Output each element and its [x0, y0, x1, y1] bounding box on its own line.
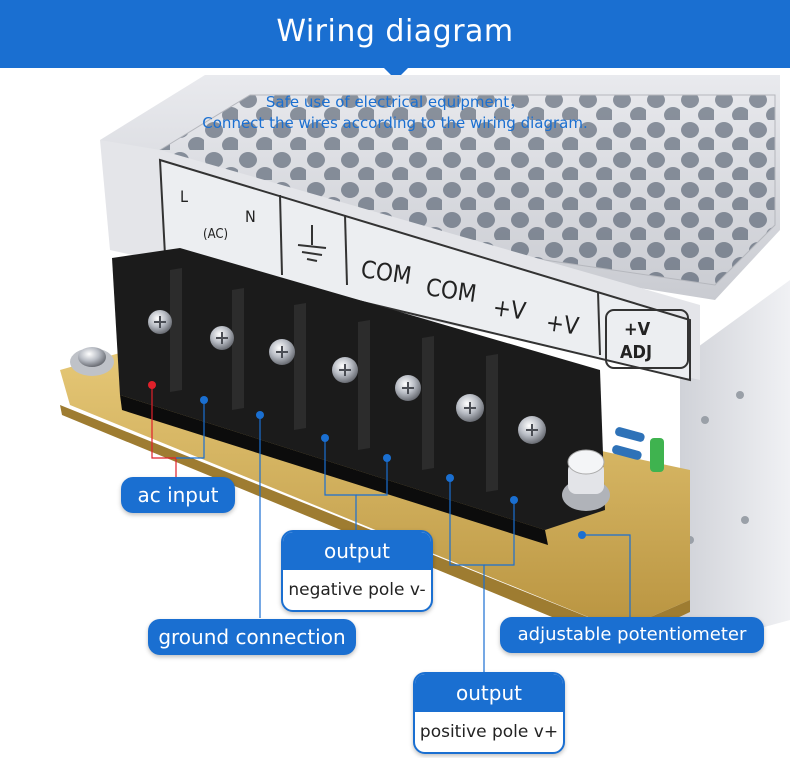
header-banner: Wiring diagram — [0, 0, 790, 68]
ground-symbol-icon — [297, 225, 327, 262]
callout-markers — [148, 381, 586, 539]
terminal-markings: L N (AC) COM COM +V +V +V ADJ — [180, 187, 689, 369]
subtitle-line-1: Safe use of electrical equipment， — [265, 93, 525, 111]
terminal-label-v2: +V — [544, 308, 581, 340]
ground-connection-label: ground connection — [148, 619, 356, 655]
output-negative-callout: output negative pole v- — [281, 530, 433, 612]
circuit-components — [612, 427, 664, 472]
terminal-label-l: L — [180, 187, 188, 206]
terminal-label-n: N — [245, 207, 256, 226]
mounting-screw-icon — [70, 347, 114, 376]
output-positive-callout: output positive pole v+ — [413, 672, 565, 754]
terminal-label-adj-top: +V — [624, 319, 651, 340]
potentiometer-knob-icon — [562, 449, 610, 511]
terminal-label-ac: (AC) — [203, 227, 228, 242]
terminal-block — [112, 248, 605, 545]
output-negative-title: output — [283, 532, 431, 570]
terminal-label-com1: COM — [359, 255, 413, 290]
subtitle-line-2: Connect the wires according to the wirin… — [202, 114, 588, 132]
terminal-label-adj-bottom: ADJ — [620, 342, 652, 363]
ac-input-label: ac input — [121, 477, 235, 513]
terminal-label-plate — [100, 140, 700, 382]
page-title: Wiring diagram — [276, 14, 514, 49]
output-negative-detail: negative pole v- — [288, 580, 426, 600]
adjustable-potentiometer-label: adjustable potentiometer — [500, 617, 764, 653]
output-positive-detail: positive pole v+ — [419, 722, 559, 742]
live-marker-dot — [148, 381, 156, 389]
adj-label-frame — [605, 309, 689, 369]
terminal-label-v1: +V — [491, 293, 528, 325]
output-positive-title: output — [415, 674, 563, 712]
callout-lines — [151, 385, 631, 672]
terminal-label-com2: COM — [424, 273, 478, 308]
terminal-screws — [148, 310, 546, 444]
